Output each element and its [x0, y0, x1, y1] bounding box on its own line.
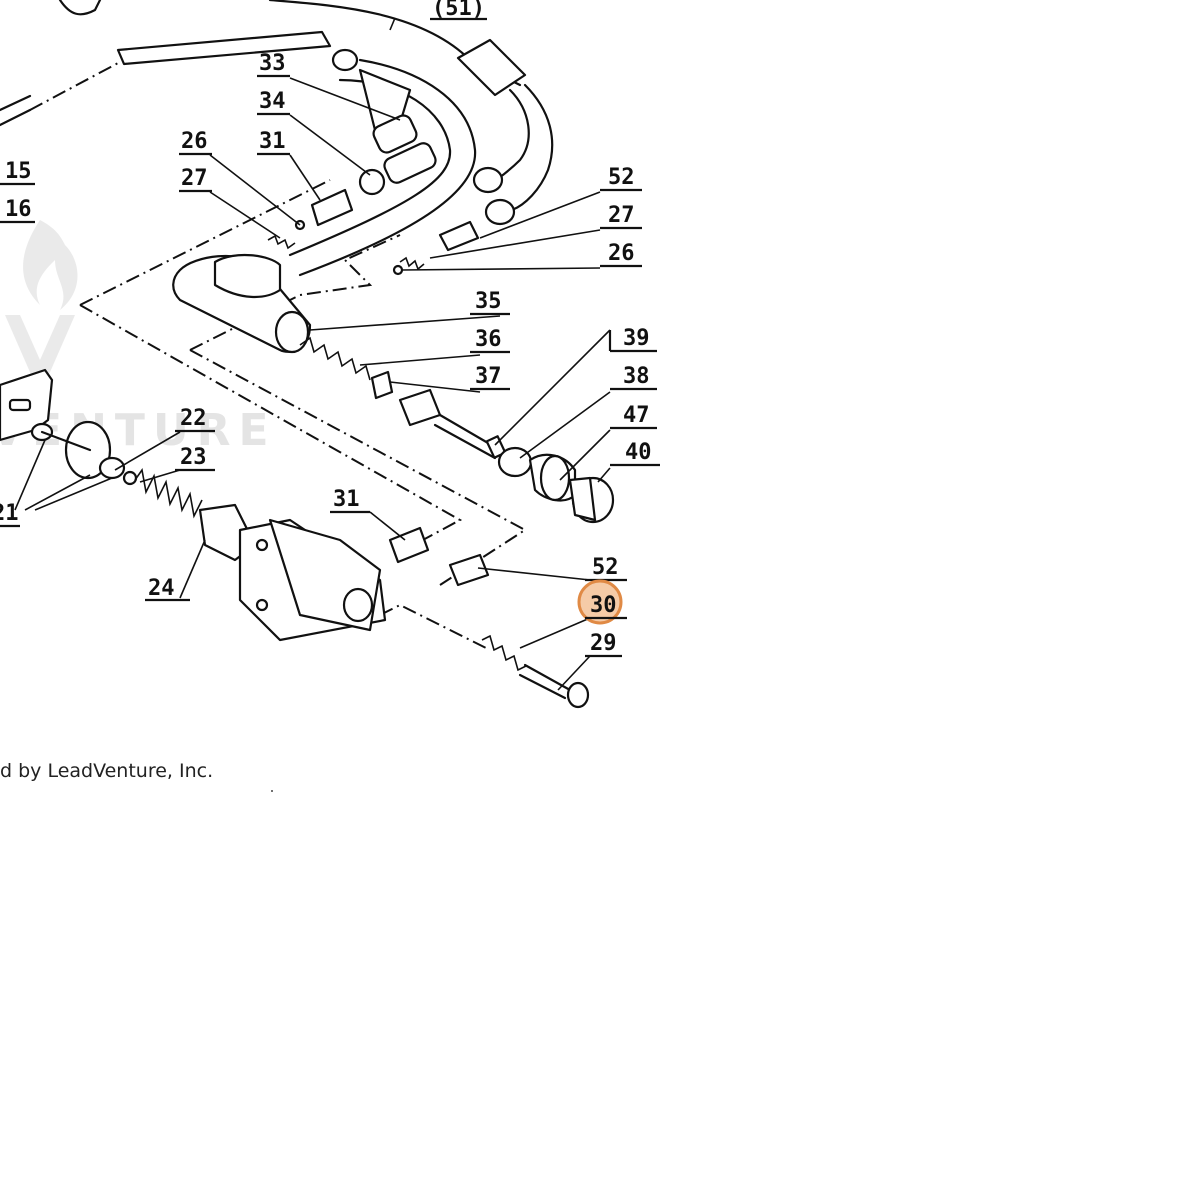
callout-labels: (51) 33 34 26 31 27 15 16 52 27 26 35 36…	[0, 0, 660, 658]
actuator-assembly	[134, 467, 387, 642]
upper-fittings	[267, 68, 480, 276]
label-47: 47	[623, 403, 650, 428]
filter-housing	[172, 253, 507, 460]
lower-fittings	[388, 526, 590, 709]
label-22: 22	[180, 406, 207, 431]
left-bracket	[0, 368, 138, 486]
copyright-notice: d by LeadVenture, Inc.	[0, 760, 214, 782]
label-26: 26	[181, 129, 208, 154]
label-26-right: 26	[608, 241, 635, 266]
label-30[interactable]: 30	[590, 593, 617, 618]
label-51: (51)	[432, 0, 485, 21]
label-36: 36	[475, 327, 502, 352]
right-cluster	[497, 446, 615, 524]
label-23: 23	[180, 445, 207, 470]
label-31-lower: 31	[333, 487, 360, 512]
label-39: 39	[623, 326, 650, 351]
label-40: 40	[625, 440, 652, 465]
label-34: 34	[259, 89, 286, 114]
label-38: 38	[623, 364, 650, 389]
leader-lines	[14, 17, 611, 691]
label-27-right: 27	[608, 203, 635, 228]
highlight-circle[interactable]	[577, 579, 623, 625]
label-52-lower: 52	[592, 555, 619, 580]
label-21: 21	[0, 501, 19, 526]
label-37: 37	[475, 364, 502, 389]
label-29: 29	[590, 631, 617, 656]
label-24: 24	[148, 576, 175, 601]
label-27: 27	[181, 166, 208, 191]
label-35: 35	[475, 289, 502, 314]
fuel-lines	[0, 0, 554, 277]
label-15: 15	[5, 159, 32, 184]
flame-logo-icon	[23, 220, 78, 310]
label-31: 31	[259, 129, 286, 154]
stray-dot	[271, 790, 273, 792]
label-33: 33	[259, 51, 286, 76]
label-16: 16	[5, 197, 32, 222]
label-52-top: 52	[608, 165, 635, 190]
